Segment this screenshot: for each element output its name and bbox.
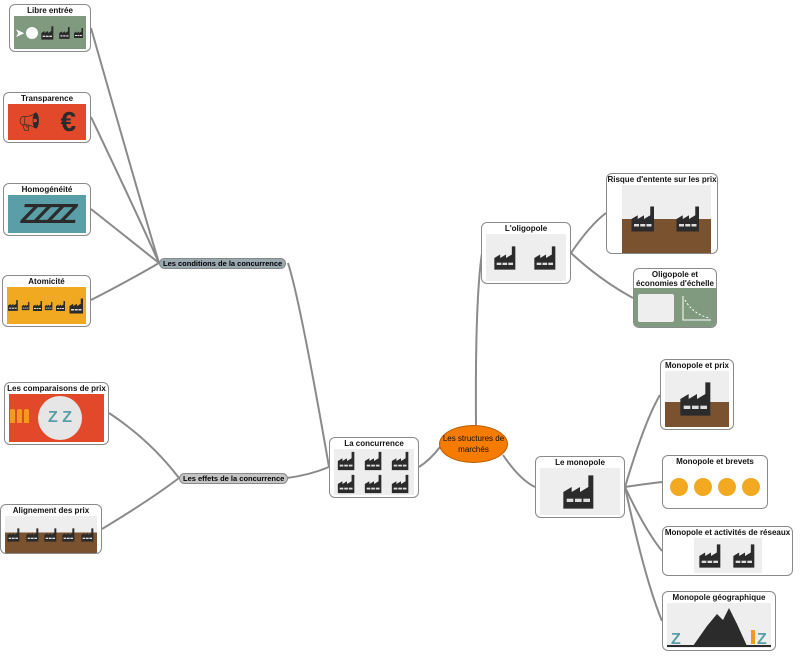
node-homogeneite[interactable]: Homogénéité ZZZZ [3,183,91,236]
node-label: Oligopole et économies d'échelle [636,270,714,288]
node-conditions-concurrence[interactable]: Les conditions de la concurrence [159,258,287,269]
node-economies-echelle[interactable]: Oligopole et économies d'échelle [633,268,717,328]
node-oligopole[interactable]: L'oligopole [481,222,571,284]
link-concurrence [418,446,441,468]
node-monopole-geographique[interactable]: Monopole géographique Z Z [662,591,776,651]
node-alignement-prix[interactable]: Alignement des prix [0,504,102,554]
z-price-icon: ZZZZ [20,198,77,229]
factory-icon [731,542,759,570]
link-monopole [502,454,536,488]
factory-icon [629,204,659,234]
graph-icon [682,295,711,320]
link-echelle [570,252,634,299]
link-atomicite [90,262,160,301]
link-conditions [287,262,330,468]
link-reseaux [624,486,663,552]
euro-icon: € [60,106,77,137]
node-risque-entente[interactable]: Risque d'entente sur les prix [606,173,718,254]
person-icon [9,408,30,428]
node-label: Les comparaisons de prix [7,384,106,393]
link-geographique [624,486,663,622]
z-price-icon: Z Z [38,396,82,440]
node-atomicite[interactable]: Atomicité [2,275,91,327]
node-transparence[interactable]: Transparence 📢︎ € [3,92,91,143]
node-label: Monopole et prix [665,361,729,370]
node-label: L'oligopole [504,224,548,233]
node-label: Monopole et activités de réseaux [664,528,791,537]
factory-icon: ➤ [14,16,86,49]
price-table-icon [637,293,674,322]
link-transparence [90,116,160,264]
factory-icon [5,516,97,553]
factory-icon [677,379,717,419]
node-monopole-reseaux[interactable]: Monopole et activités de réseaux [662,526,793,576]
factory-icon [7,287,86,324]
node-monopole[interactable]: Le monopole [535,456,625,518]
link-risque [570,212,607,254]
factory-icon [334,449,414,495]
factory-icon [486,234,566,281]
link-effets [286,466,330,479]
node-structures-marches[interactable]: Les structures de marchés [439,425,508,463]
node-effets-concurrence[interactable]: Les effets de la concurrence [179,473,289,484]
factory-icon [560,472,600,512]
node-label: Risque d'entente sur les prix [607,175,717,184]
link-comparaisons [108,412,180,479]
node-label: Alignement des prix [12,506,90,515]
node-label: Monopole et brevets [676,457,754,466]
factory-icon [697,542,725,570]
node-monopole-prix[interactable]: Monopole et prix [660,359,734,430]
node-la-concurrence[interactable]: La concurrence [329,437,419,498]
link-monopole-prix [624,394,661,488]
link-homogeneite [90,208,160,264]
node-label: La concurrence [344,439,404,448]
patent-scroll-icon [667,467,763,506]
node-label: Libre entrée [27,6,73,15]
node-monopole-brevets[interactable]: Monopole et brevets [662,455,768,509]
megaphone-icon: 📢︎ [17,111,41,132]
node-label: Atomicité [28,277,65,286]
svg-text:Z: Z [757,631,767,648]
link-oligopole [474,252,483,426]
node-label: Monopole géographique [672,593,766,602]
link-brevets [624,481,663,488]
node-label: Le monopole [555,458,605,467]
node-libre-entree[interactable]: Libre entrée ➤ [9,4,91,52]
mountain-icon: Z Z [667,607,771,648]
link-libre-entree [90,27,160,264]
node-label: Homogénéité [21,185,73,194]
svg-text:Z: Z [671,631,681,648]
factory-icon [674,204,704,234]
link-alignement [101,477,180,530]
node-comparaisons-prix[interactable]: Les comparaisons de prix Z Z [4,382,109,445]
node-label: Transparence [20,94,74,103]
